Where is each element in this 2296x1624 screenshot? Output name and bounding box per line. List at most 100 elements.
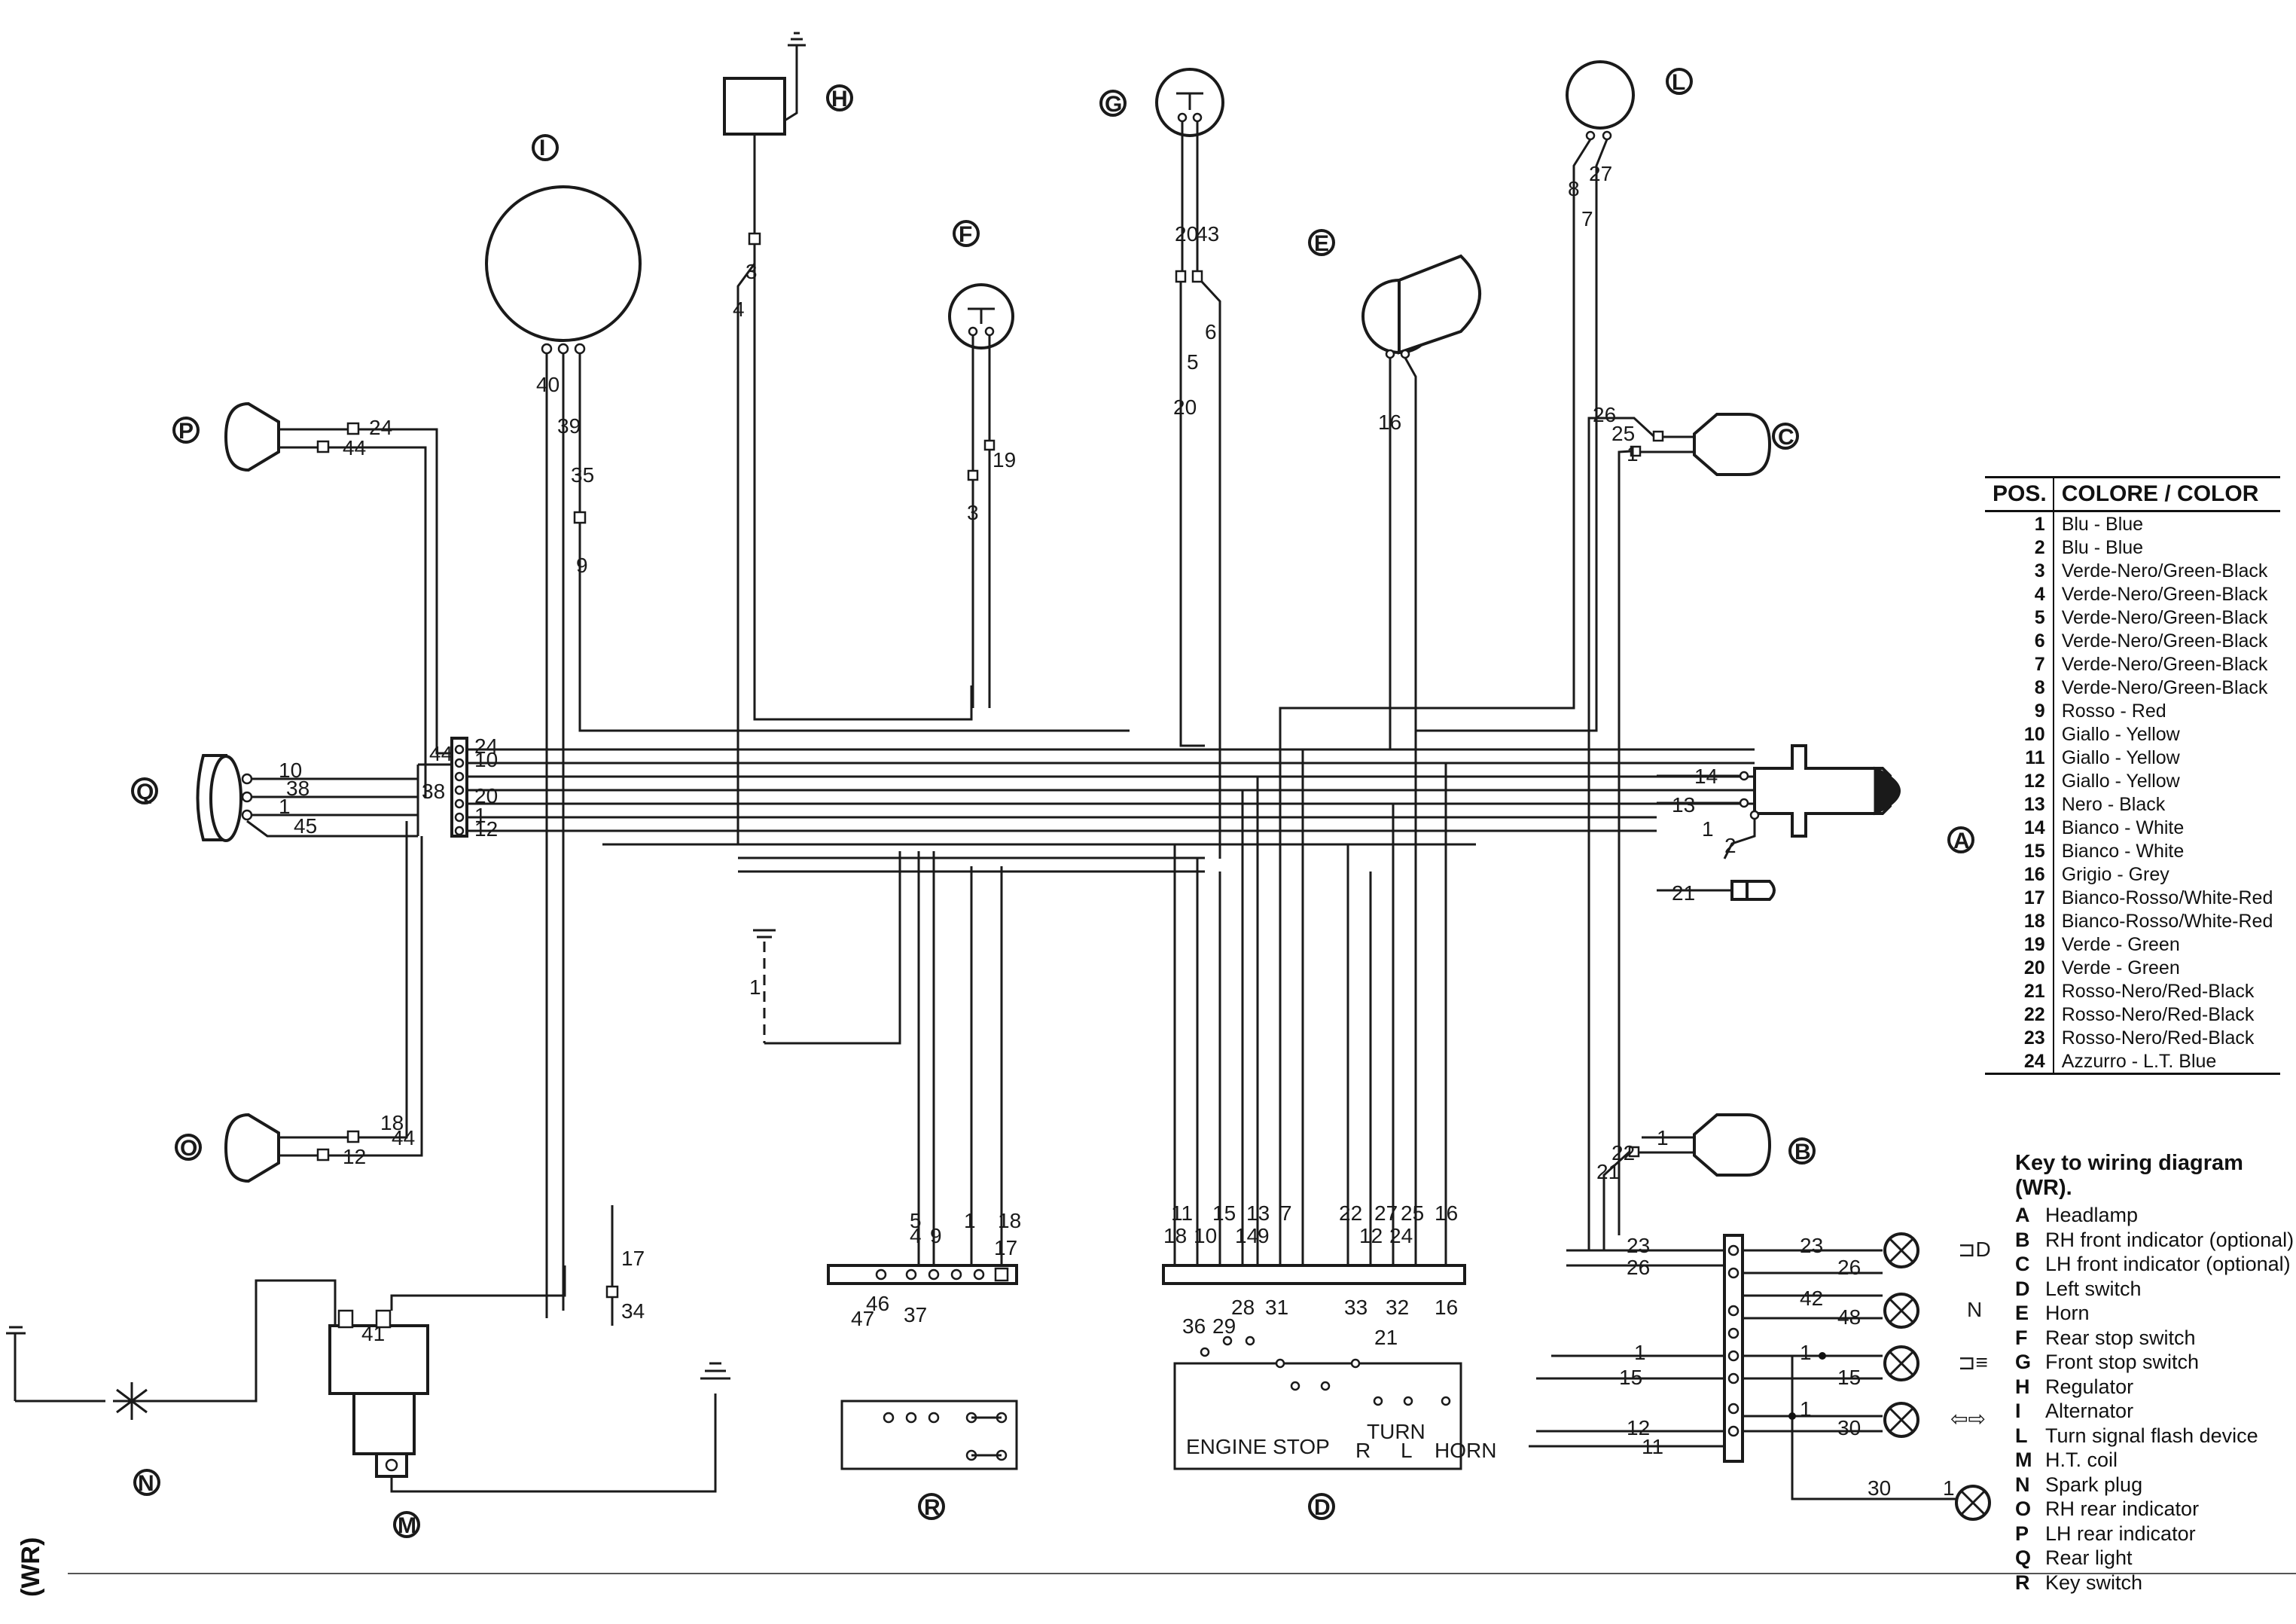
wire-number: 20 <box>474 784 498 807</box>
color-row-color: Rosso - Red <box>2061 700 2166 722</box>
wire-number: 31 <box>1265 1296 1288 1319</box>
wire-number: 6 <box>1205 320 1217 343</box>
color-row-color: Giallo - Yellow <box>2061 746 2180 768</box>
key-letter: R <box>2015 1571 2030 1594</box>
ground-stub: 1 <box>749 851 901 1045</box>
color-row-color: Verde-Nero/Green-Black <box>2061 583 2268 605</box>
key-description: Horn <box>2045 1302 2090 1324</box>
component-letter: A <box>1953 829 1970 853</box>
wire-number: 3 <box>746 260 758 283</box>
color-row-color: Verde - Green <box>2061 957 2180 978</box>
indicator-lamps <box>1883 1232 1991 1521</box>
color-row-pos: 6 <box>1985 629 2054 652</box>
color-row-pos: 16 <box>1985 862 2054 886</box>
key-letter: L <box>2015 1424 2028 1447</box>
color-row-color: Bianco-Rosso/White-Red <box>2061 910 2273 932</box>
headlamp-a: 14 13 2 1 21 <box>1657 744 1901 905</box>
wire-number: 18 <box>1163 1224 1187 1247</box>
color-row-pos: 15 <box>1985 839 2054 862</box>
wire-number: 32 <box>1386 1296 1409 1319</box>
wire-number: 23 <box>1800 1234 1823 1257</box>
wire-number: 26 <box>1837 1256 1861 1279</box>
color-row-color: Azzurro - L.T. Blue <box>2053 1049 2281 1075</box>
wire-number: 24 <box>369 416 392 439</box>
wire-number: 1 <box>474 804 486 827</box>
wire-number: 34 <box>621 1299 645 1323</box>
wire-number: 19 <box>992 448 1016 472</box>
wire-number: 20 <box>1175 222 1198 246</box>
lh-front-indicator-c: 25 26 1 <box>1587 403 1772 1250</box>
wire-number: L <box>1401 1439 1413 1462</box>
color-row-pos: 22 <box>1985 1003 2054 1026</box>
wire-number: 48 <box>1837 1305 1861 1329</box>
color-row-color: Grigio - Grey <box>2061 863 2169 885</box>
color-row-color: Verde-Nero/Green-Black <box>2061 676 2268 698</box>
wire-number: 12 <box>1359 1224 1383 1247</box>
key-letter: N <box>2015 1473 2030 1496</box>
ht-coil-m: 41 17 34 <box>6 1205 730 1493</box>
color-table-header: POS. COLORE / COLOR <box>1985 476 2281 512</box>
wire-number: 1 <box>1800 1397 1812 1421</box>
regulator-h: 3 4 <box>723 32 973 846</box>
wire-number: 17 <box>621 1247 645 1270</box>
key-letter: C <box>2015 1253 2030 1275</box>
wire-number: 26 <box>1593 403 1616 426</box>
wire-number: N <box>1967 1298 1982 1321</box>
color-row-pos: 17 <box>1985 886 2054 909</box>
wire-number: 1 <box>279 795 291 818</box>
color-row-color: Bianco - White <box>2061 817 2185 838</box>
wire-number: 39 <box>557 414 581 438</box>
color-row-pos: 23 <box>1985 1026 2054 1049</box>
color-row: 10 Giallo - Yellow <box>1985 722 2280 746</box>
wire-number: ⊐≡ <box>1958 1351 1988 1374</box>
color-row-color: Verde-Nero/Green-Black <box>2061 606 2268 628</box>
wire-number: 16 <box>1435 1296 1458 1319</box>
rear-stop-switch-f: 19 3 <box>948 283 1016 708</box>
color-row-color: Verde-Nero/Green-Black <box>2061 630 2268 652</box>
color-row-color: Verde - Green <box>2061 933 2180 955</box>
wire-number: 9 <box>576 554 588 577</box>
key-letter: H <box>2015 1375 2030 1398</box>
wire-number: 1 <box>1657 1126 1669 1149</box>
wire-number: 43 <box>1196 222 1219 246</box>
wire-number: 10 <box>474 748 498 771</box>
color-row-pos: 8 <box>1985 676 2054 699</box>
wire-number: 10 <box>1194 1224 1217 1247</box>
color-row-pos: 12 <box>1985 769 2054 792</box>
bottom-divider <box>68 1573 2296 1574</box>
wire-number: 22 <box>1611 1141 1635 1165</box>
key-letter: F <box>2015 1326 2028 1349</box>
key-letter: P <box>2015 1522 2029 1545</box>
color-row-pos: 24 <box>1985 1049 2054 1075</box>
wire-number: 9 <box>930 1224 942 1247</box>
left-switch-contacts <box>1200 1336 1451 1406</box>
color-row-pos: 10 <box>1985 722 2054 746</box>
color-row-pos: 21 <box>1985 979 2054 1003</box>
wire-number: ENGINE STOP <box>1186 1435 1330 1458</box>
color-row-color: Blu - Blue <box>2061 536 2144 558</box>
wire-number: 12 <box>1627 1416 1650 1439</box>
component-letter: C <box>1778 425 1794 450</box>
rh-rear-indicator-o: 18 12 44 <box>224 821 423 1183</box>
color-header: COLORE / COLOR <box>2053 476 2281 512</box>
wire-number: 1 <box>964 1209 976 1232</box>
lh-rear-indicator-p: 24 44 <box>224 401 452 798</box>
color-row-color: Giallo - Yellow <box>2061 723 2180 745</box>
key-description: Regulator <box>2045 1375 2134 1398</box>
wire-number: 14 <box>1694 765 1718 788</box>
wire-number: 13 <box>1672 793 1695 817</box>
key-description: LH front indicator (optional) <box>2045 1253 2291 1275</box>
